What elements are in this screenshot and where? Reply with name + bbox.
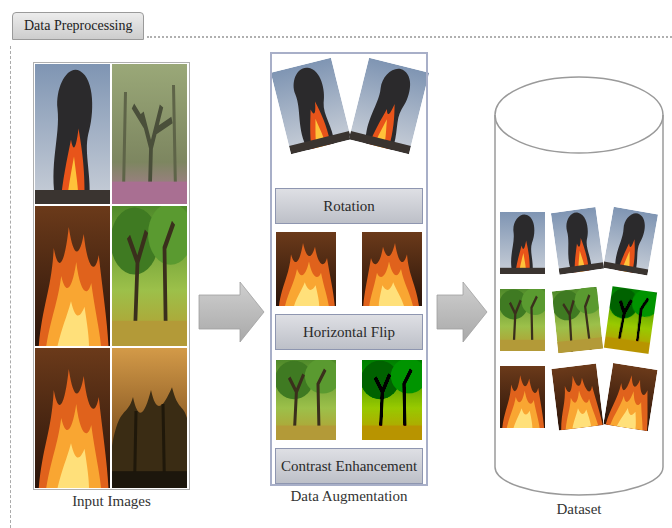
flipped-photo: [362, 232, 422, 306]
fire-photo: [276, 232, 336, 306]
rotated-photo: [551, 363, 603, 430]
fire-photo: [500, 366, 545, 428]
forest-photo: [112, 64, 187, 204]
forest-photo: [111, 203, 194, 346]
input-photos: [35, 64, 193, 488]
augmented-photos: [271, 58, 429, 440]
cylinder-top: [495, 77, 663, 153]
rotated-photo: [349, 58, 429, 155]
step-label: Contrast Enhancement: [281, 458, 417, 475]
fire-photo: [35, 206, 110, 346]
section-tab: Data Preprocessing: [12, 12, 144, 40]
augmentation-panel: Data AugmentationRotationHorizontal Flip…: [270, 52, 428, 486]
rotated-photo: [603, 363, 657, 431]
panel-caption: Data Augmentation: [252, 488, 446, 505]
step-label: Horizontal Flip: [303, 324, 395, 341]
dashed-rule: [10, 46, 11, 528]
rotated-photo: [551, 207, 604, 275]
cylinder-body: [495, 115, 663, 495]
block-arrow: [437, 282, 487, 342]
fire-photo: [500, 212, 545, 274]
rotated-photo: [551, 285, 607, 353]
panel-caption: Input Images: [14, 493, 209, 510]
rotated-photo: [271, 58, 351, 155]
header-row: Data Preprocessing: [12, 12, 672, 40]
step-label: Rotation: [323, 198, 375, 215]
dotted-rule: [147, 36, 672, 38]
block-arrow: [199, 282, 264, 342]
fire-photo: [35, 348, 110, 488]
panel-caption: Dataset: [473, 501, 672, 518]
step-band: Contrast Enhancement: [275, 448, 423, 484]
rotated-photo: [603, 285, 661, 355]
forest-photo: [112, 348, 187, 488]
region-frame: Data PreprocessingInput ImagesData Augme…: [10, 12, 672, 528]
image-panel: Input Images: [33, 62, 190, 490]
forest-photo: [499, 288, 548, 351]
step-band: Rotation: [275, 188, 423, 224]
cylinder-outline: [493, 75, 665, 497]
forest-photo: [275, 358, 341, 440]
dataset-photos: [499, 207, 661, 432]
dataset-cylinder: Dataset: [493, 75, 665, 497]
contrast-photo: [361, 358, 427, 440]
step-band: Horizontal Flip: [275, 314, 423, 350]
rotated-photo: [603, 207, 658, 276]
fire-photo: [35, 64, 110, 204]
